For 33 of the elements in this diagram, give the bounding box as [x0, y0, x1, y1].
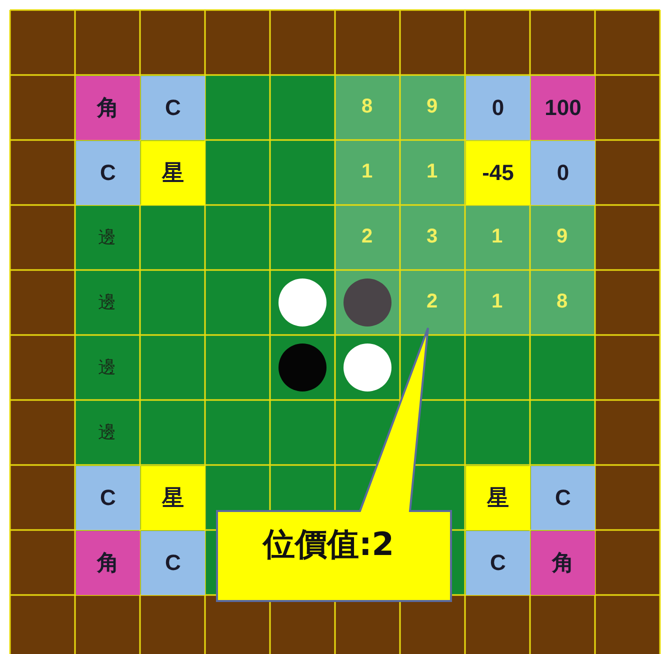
position-value: 8: [361, 96, 373, 118]
callout-text: 位價值:2: [263, 524, 394, 565]
board-cell: 星: [141, 141, 205, 205]
board-cell: C: [141, 76, 205, 140]
board-cell: 星: [141, 466, 205, 530]
edge-cell-label: 邊: [98, 291, 116, 314]
position-value: 1: [361, 160, 373, 184]
position-value: 3: [426, 226, 438, 248]
position-value: 1: [426, 160, 438, 184]
edge-cell-label: 邊: [98, 356, 116, 379]
position-value: 1: [491, 226, 503, 248]
edge-cell-label: 邊: [98, 226, 116, 249]
board-cell: C: [466, 531, 530, 595]
board-cell: 0: [531, 141, 595, 205]
callout-bubble: [215, 325, 455, 605]
board-cell: -45: [466, 141, 530, 205]
board-cell: 角: [531, 531, 595, 595]
board-cell: 星: [466, 466, 530, 530]
board-cell: C: [76, 141, 140, 205]
position-value: 9: [556, 226, 568, 248]
board-cell: 0: [466, 76, 530, 140]
edge-cell-label: 邊: [98, 421, 116, 444]
board-cell: C: [531, 466, 595, 530]
board-cell: 100: [531, 76, 595, 140]
board-cell: C: [76, 466, 140, 530]
position-value: 9: [426, 96, 438, 118]
position-value: 2: [426, 290, 438, 314]
position-value: 8: [556, 290, 568, 314]
position-value: 2: [361, 226, 373, 248]
board-cell: 角: [76, 76, 140, 140]
board-cell: 角: [76, 531, 140, 595]
position-value: 1: [491, 290, 503, 314]
board-cell: C: [141, 531, 205, 595]
